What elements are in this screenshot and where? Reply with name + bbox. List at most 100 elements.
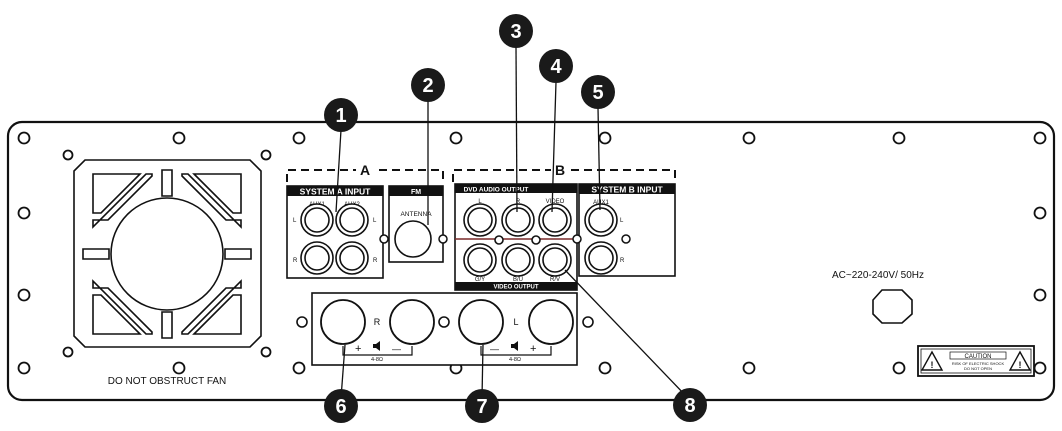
screw-hole xyxy=(17,206,31,220)
caution-line1: RISK OF ELECTRIC SHOCK xyxy=(952,361,1005,366)
caution-label: ! ! CAUTION RISK OF ELECTRIC SHOCK DO NO… xyxy=(917,345,1035,377)
dvd-gy-label: G/Y xyxy=(475,277,485,283)
screw-hole xyxy=(296,316,308,328)
speaker-l-impedance: 4-8Ω xyxy=(509,357,521,363)
callout-7-number: 7 xyxy=(476,396,487,418)
callout-4-badge xyxy=(539,49,573,83)
speaker-output-panel: R L + — — + 4-8Ω 4-8Ω xyxy=(311,292,578,366)
callout-5-number: 5 xyxy=(592,82,603,104)
screw-hole xyxy=(742,131,756,145)
callout-7-badge xyxy=(465,389,499,423)
speaker-r-positive-terminal[interactable] xyxy=(320,299,366,345)
warning-triangle-icon-left xyxy=(920,350,944,371)
screw-hole xyxy=(742,361,756,375)
dvd-video-label: VIDEO xyxy=(546,199,565,205)
system-b-header: SYSTEM B INPUT xyxy=(591,185,663,195)
speaker-r-minus: — xyxy=(392,344,401,354)
speaker-r-icon xyxy=(373,341,380,351)
fm-antenna-label: ANTENNA xyxy=(400,211,432,218)
callout-1-number: 1 xyxy=(335,105,346,127)
speaker-l-label: L xyxy=(513,317,518,327)
system-a-input-panel: SYSTEM A INPUT AUX1 AUX2 L L R R xyxy=(286,185,384,279)
screw-hole xyxy=(572,234,582,244)
screw-hole xyxy=(379,234,389,244)
dvd-audio-l-label: L xyxy=(478,199,482,205)
callout-1-badge xyxy=(324,98,358,132)
screw-hole xyxy=(438,316,450,328)
power-cord-inlet[interactable] xyxy=(872,289,913,324)
system-b-aux1-label: AUX1 xyxy=(593,200,609,206)
fm-header: FM xyxy=(411,189,421,196)
callout-2-badge xyxy=(411,68,445,102)
callout-3-number: 3 xyxy=(510,21,521,43)
caution-title: CAUTION xyxy=(965,354,992,360)
speaker-l-positive-terminal[interactable] xyxy=(528,299,574,345)
system-a-l-label: L xyxy=(293,218,297,224)
screw-hole xyxy=(621,234,631,244)
fan-grille xyxy=(73,159,262,348)
screw-hole xyxy=(438,234,448,244)
callout-3-badge xyxy=(499,14,533,48)
callout-2-number: 2 xyxy=(422,75,433,97)
group-b-label: B xyxy=(555,162,565,178)
screw-hole xyxy=(172,361,186,375)
screw-hole xyxy=(292,131,306,145)
callout-6-badge xyxy=(324,389,358,423)
screw-hole xyxy=(892,131,906,145)
video-output-footer: VIDEO OUTPUT xyxy=(493,285,538,291)
dvd-audio-output-header: DVD AUDIO OUTPUT xyxy=(464,187,529,194)
system-b-input-panel: SYSTEM B INPUT AUX1 L R xyxy=(578,183,676,277)
screw-hole xyxy=(1033,206,1047,220)
system-a-header: SYSTEM A INPUT xyxy=(300,187,371,197)
screw-hole xyxy=(1033,131,1047,145)
screw-hole xyxy=(582,316,594,328)
caution-line2: DO NOT OPEN xyxy=(964,366,992,371)
screw-hole xyxy=(260,346,272,358)
callout-8-number: 8 xyxy=(684,395,695,417)
system-b-l-label: L xyxy=(620,218,624,224)
callout-8-badge xyxy=(673,388,707,422)
dvd-audio-r-label: R xyxy=(516,199,521,205)
screw-hole xyxy=(17,288,31,302)
screw-hole xyxy=(1033,288,1047,302)
screw-holes xyxy=(17,131,1047,375)
speaker-l-icon xyxy=(511,341,518,351)
svg-text:!: ! xyxy=(1019,360,1022,370)
svg-text:!: ! xyxy=(931,360,934,370)
callout-4-number: 4 xyxy=(550,56,562,78)
screw-hole xyxy=(892,361,906,375)
system-a-l-label-right: L xyxy=(373,218,377,224)
speaker-l-negative-terminal[interactable] xyxy=(458,299,504,345)
dvd-output-panel: DVD AUDIO OUTPUT VIDEO OUTPUT L R VIDEO … xyxy=(454,183,578,291)
screw-hole xyxy=(292,361,306,375)
callout-5-badge xyxy=(581,75,615,109)
screw-hole xyxy=(598,131,612,145)
speaker-l-plus: + xyxy=(530,343,536,355)
screw-hole xyxy=(17,131,31,145)
speaker-r-label: R xyxy=(374,317,381,327)
screw-hole xyxy=(449,131,463,145)
screw-hole xyxy=(62,346,74,358)
speaker-r-plus: + xyxy=(355,343,361,355)
speaker-r-negative-terminal[interactable] xyxy=(389,299,435,345)
power-rating-label: AC~220-240V/ 50Hz xyxy=(832,270,924,281)
screw-hole xyxy=(1033,361,1047,375)
fm-antenna-jack[interactable] xyxy=(394,220,432,258)
fan-warning-label: DO NOT OBSTRUCT FAN xyxy=(108,376,227,387)
screw-hole xyxy=(260,149,272,161)
screw-hole xyxy=(172,131,186,145)
callout-badges: 1 2 3 4 5 6 7 8 xyxy=(324,14,707,423)
system-b-r-label: R xyxy=(620,258,625,264)
screw-hole xyxy=(598,361,612,375)
callout-6-number: 6 xyxy=(335,396,346,418)
dvd-bu-label: B/U xyxy=(513,277,523,283)
dvd-rv-label: R/V xyxy=(550,277,560,283)
speaker-l-minus: — xyxy=(490,344,499,354)
warning-triangle-icon-right xyxy=(1008,350,1032,371)
system-a-r-label: R xyxy=(293,258,298,264)
screw-hole xyxy=(62,149,74,161)
fm-antenna-panel: FM ANTENNA xyxy=(388,185,444,263)
speaker-r-impedance: 4-8Ω xyxy=(371,357,383,363)
